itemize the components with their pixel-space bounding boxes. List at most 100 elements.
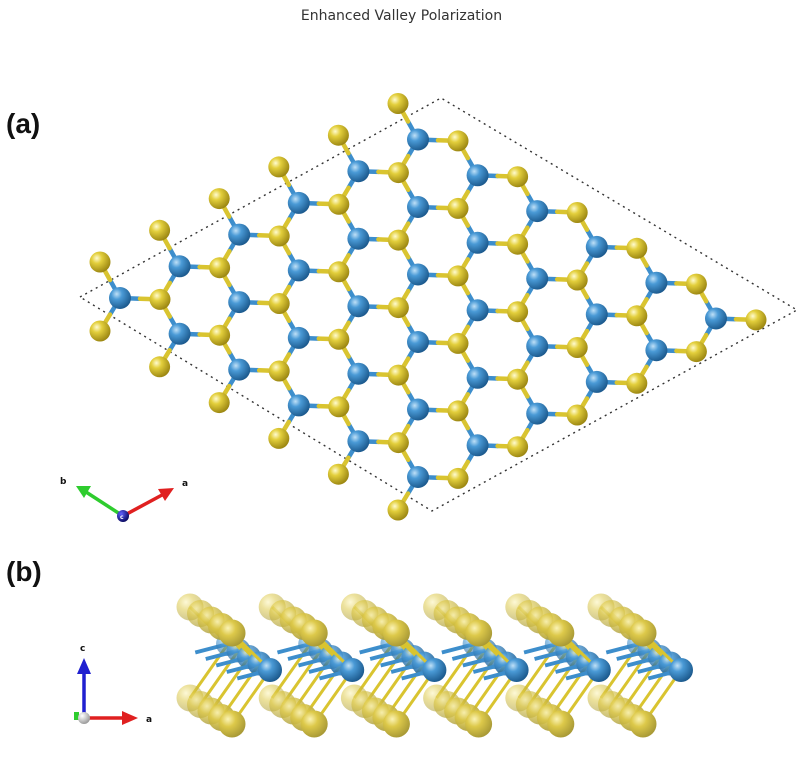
metal-atom <box>168 255 191 278</box>
chalcogen-atom <box>387 93 409 114</box>
chalcogen-atom-top <box>300 619 328 647</box>
chalcogen-atom <box>507 301 529 323</box>
chalcogen-atom <box>208 188 230 210</box>
metal-atom <box>466 366 489 389</box>
metal-atom <box>407 466 429 488</box>
chalcogen-atom <box>685 273 707 295</box>
metal-atom <box>466 231 489 254</box>
metal-atom <box>347 227 370 250</box>
chalcogen-atom <box>447 197 469 219</box>
chalcogen-atom-bottom <box>629 710 657 738</box>
panel-label-a: (a) <box>6 108 41 139</box>
chalcogen-atom <box>566 337 588 358</box>
axis-c-label-side: c <box>80 644 85 654</box>
metal-atom <box>526 402 549 425</box>
chalcogen-atom-bottom <box>382 710 410 738</box>
axis-triad-top-view: b a c <box>60 477 188 522</box>
metal-atom <box>287 191 310 214</box>
chalcogen-atom <box>327 463 349 485</box>
metal-atom <box>228 291 251 314</box>
metal-atom <box>168 322 191 345</box>
chalcogen-atom <box>566 202 588 223</box>
metal-atom <box>526 267 549 290</box>
chalcogen-atom <box>447 130 469 152</box>
metal-atom <box>347 160 370 183</box>
axis-b-arrowhead <box>76 486 91 498</box>
chalcogen-atom <box>89 320 111 342</box>
metal-atom <box>109 287 131 309</box>
chalcogen-atom <box>387 162 409 184</box>
metal-atom <box>466 164 489 187</box>
chalcogen-atom <box>447 467 469 489</box>
chalcogen-atom-bottom <box>218 710 246 738</box>
metal-atom-side <box>504 658 529 682</box>
chalcogen-atom <box>745 309 767 331</box>
atoms-top-view <box>89 93 767 521</box>
metal-atom-side <box>340 658 365 682</box>
chalcogen-atom <box>626 372 648 394</box>
metal-atom <box>645 271 668 294</box>
metal-atom <box>526 335 549 358</box>
chalcogen-atom <box>268 225 290 247</box>
metal-atom <box>407 398 429 421</box>
metal-atom <box>526 200 549 223</box>
panel-label-b: (b) <box>6 556 42 587</box>
chalcogen-atom <box>208 392 230 414</box>
chalcogen-atom <box>149 288 171 310</box>
metal-atom-side <box>258 658 282 682</box>
chalcogen-atom <box>328 261 350 283</box>
axis-a-arrowhead <box>158 488 174 501</box>
chalcogen-atom-bottom <box>465 710 493 738</box>
axis-c-origin <box>117 510 129 522</box>
metal-atom <box>585 370 608 393</box>
chalcogen-atom <box>387 432 409 454</box>
chalcogen-atom <box>268 156 290 178</box>
chalcogen-atom <box>566 269 588 291</box>
metal-atom <box>407 196 429 218</box>
axis-b-arrow <box>85 490 124 518</box>
chalcogen-atom-bottom <box>547 710 575 738</box>
axis-c-arrowhead <box>77 658 91 674</box>
metal-atom <box>705 307 727 330</box>
chalcogen-atom <box>626 237 648 259</box>
metal-atom <box>347 430 370 453</box>
chalcogen-atom <box>268 293 290 314</box>
chalcogen-atom <box>626 305 648 327</box>
side-view-structure <box>176 593 693 738</box>
chalcogen-atom-top <box>218 619 246 647</box>
chalcogen-atom-top <box>465 619 493 647</box>
axis-b-stub <box>74 712 79 720</box>
metal-atom <box>466 434 489 457</box>
chalcogen-atom <box>149 219 171 241</box>
axis-origin-side <box>78 712 90 724</box>
metal-atom <box>466 299 489 322</box>
metal-atom <box>645 339 668 362</box>
unit-cell-outline <box>78 97 799 512</box>
chalcogen-atom <box>328 328 350 350</box>
chalcogen-atom <box>387 297 409 319</box>
chalcogen-atom <box>89 251 111 273</box>
cell-boundary <box>78 97 799 512</box>
chalcogen-atom <box>328 193 350 215</box>
axis-a-label-side: a <box>146 715 152 725</box>
axis-a-label: a <box>182 479 188 489</box>
metal-atom-side <box>422 658 447 682</box>
metal-atom <box>347 362 370 385</box>
chalcogen-atom <box>268 427 290 449</box>
metal-atom <box>287 394 310 417</box>
chalcogen-atom <box>328 396 350 418</box>
axis-triad-side-view: c a <box>74 644 152 725</box>
chalcogen-atom <box>447 265 469 287</box>
metal-atom <box>228 358 251 381</box>
metal-atom <box>585 235 608 258</box>
bonds-top-view <box>97 101 759 513</box>
axis-b-label: b <box>60 477 67 487</box>
metal-atom <box>407 128 429 151</box>
page-header: Enhanced Valley Polarization <box>300 8 503 24</box>
chalcogen-atom-top <box>547 619 575 647</box>
chalcogen-atom <box>209 257 231 279</box>
chalcogen-atom <box>685 341 707 363</box>
chalcogen-atom <box>566 404 588 426</box>
